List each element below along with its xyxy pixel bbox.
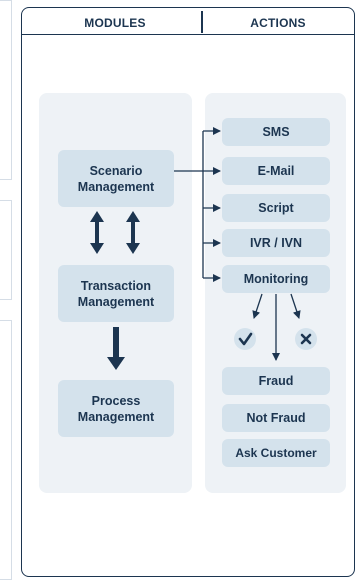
module-line: Management: [77, 179, 155, 194]
module-line: Transaction: [80, 278, 152, 293]
x-icon-glyph: [300, 333, 312, 345]
action-email: E-Mail: [222, 157, 330, 185]
module-transaction-management: Transaction Management: [58, 265, 174, 322]
module-scenario-management: Scenario Management: [58, 150, 174, 207]
left-edge-segment: [0, 0, 12, 180]
header-divider: [201, 11, 203, 33]
outcome-not-fraud: Not Fraud: [222, 404, 330, 432]
action-ivr-ivn: IVR / IVN: [222, 229, 330, 257]
left-edge-strip: [0, 0, 12, 580]
module-line: Management: [77, 409, 155, 424]
module-line: Management: [77, 294, 155, 309]
bidirectional-arrow-right: [126, 211, 140, 254]
actions-header: ACTIONS: [250, 16, 306, 30]
module-line: Process: [91, 393, 141, 408]
down-arrow: [107, 327, 125, 370]
outcome-ask-customer: Ask Customer: [222, 439, 330, 467]
action-script: Script: [222, 194, 330, 222]
arrow-to-check: [252, 293, 263, 319]
check-icon-glyph: [238, 332, 253, 346]
action-sms: SMS: [222, 118, 330, 146]
module-line: Scenario: [89, 163, 143, 178]
module-process-management: Process Management: [58, 380, 174, 437]
action-monitoring: Monitoring: [222, 265, 330, 293]
bidirectional-arrow-left: [90, 211, 104, 254]
header-underline: [22, 34, 354, 35]
outcome-fraud: Fraud: [222, 367, 330, 395]
modules-header: MODULES: [84, 16, 146, 30]
arrow-to-x: [290, 293, 301, 319]
left-edge-segment: [0, 200, 12, 300]
